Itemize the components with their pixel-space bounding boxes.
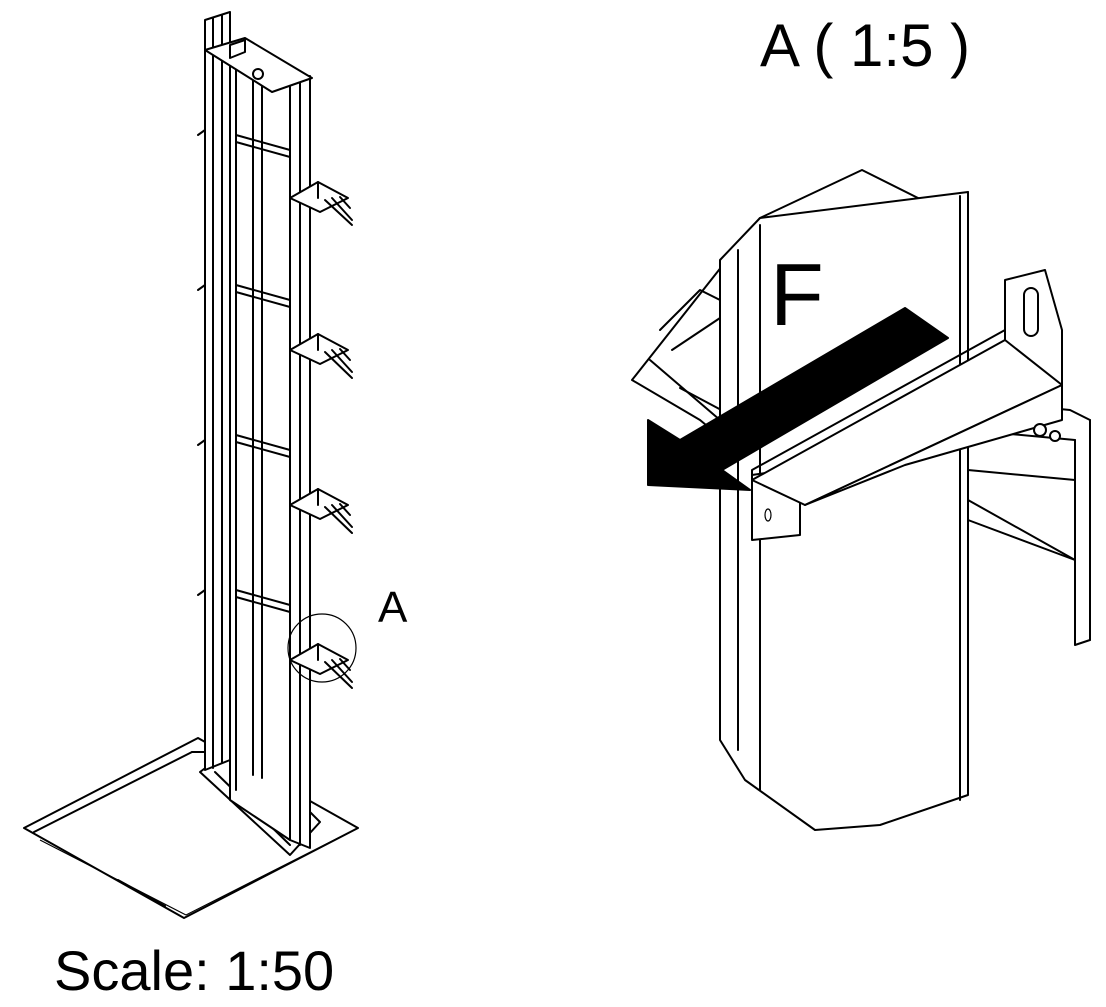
bracket-1 bbox=[289, 181, 353, 226]
force-label: F bbox=[770, 245, 824, 344]
column-assembly-view bbox=[23, 11, 359, 919]
force-arrow bbox=[647, 307, 949, 491]
bracket-slot bbox=[1023, 287, 1039, 337]
callout-letter: A bbox=[378, 583, 408, 632]
detail-view bbox=[631, 169, 1091, 831]
detail-title: A ( 1:5 ) bbox=[760, 12, 970, 79]
bracket-4 bbox=[289, 643, 353, 689]
bracket-2 bbox=[289, 333, 353, 379]
column-body bbox=[197, 11, 313, 849]
detail-callout-circle bbox=[287, 613, 357, 683]
bracket-3 bbox=[289, 488, 353, 534]
scale-label: Scale: 1:50 bbox=[54, 939, 334, 1002]
detail-bracket bbox=[751, 269, 1063, 541]
force-arrow-shape bbox=[647, 307, 949, 491]
